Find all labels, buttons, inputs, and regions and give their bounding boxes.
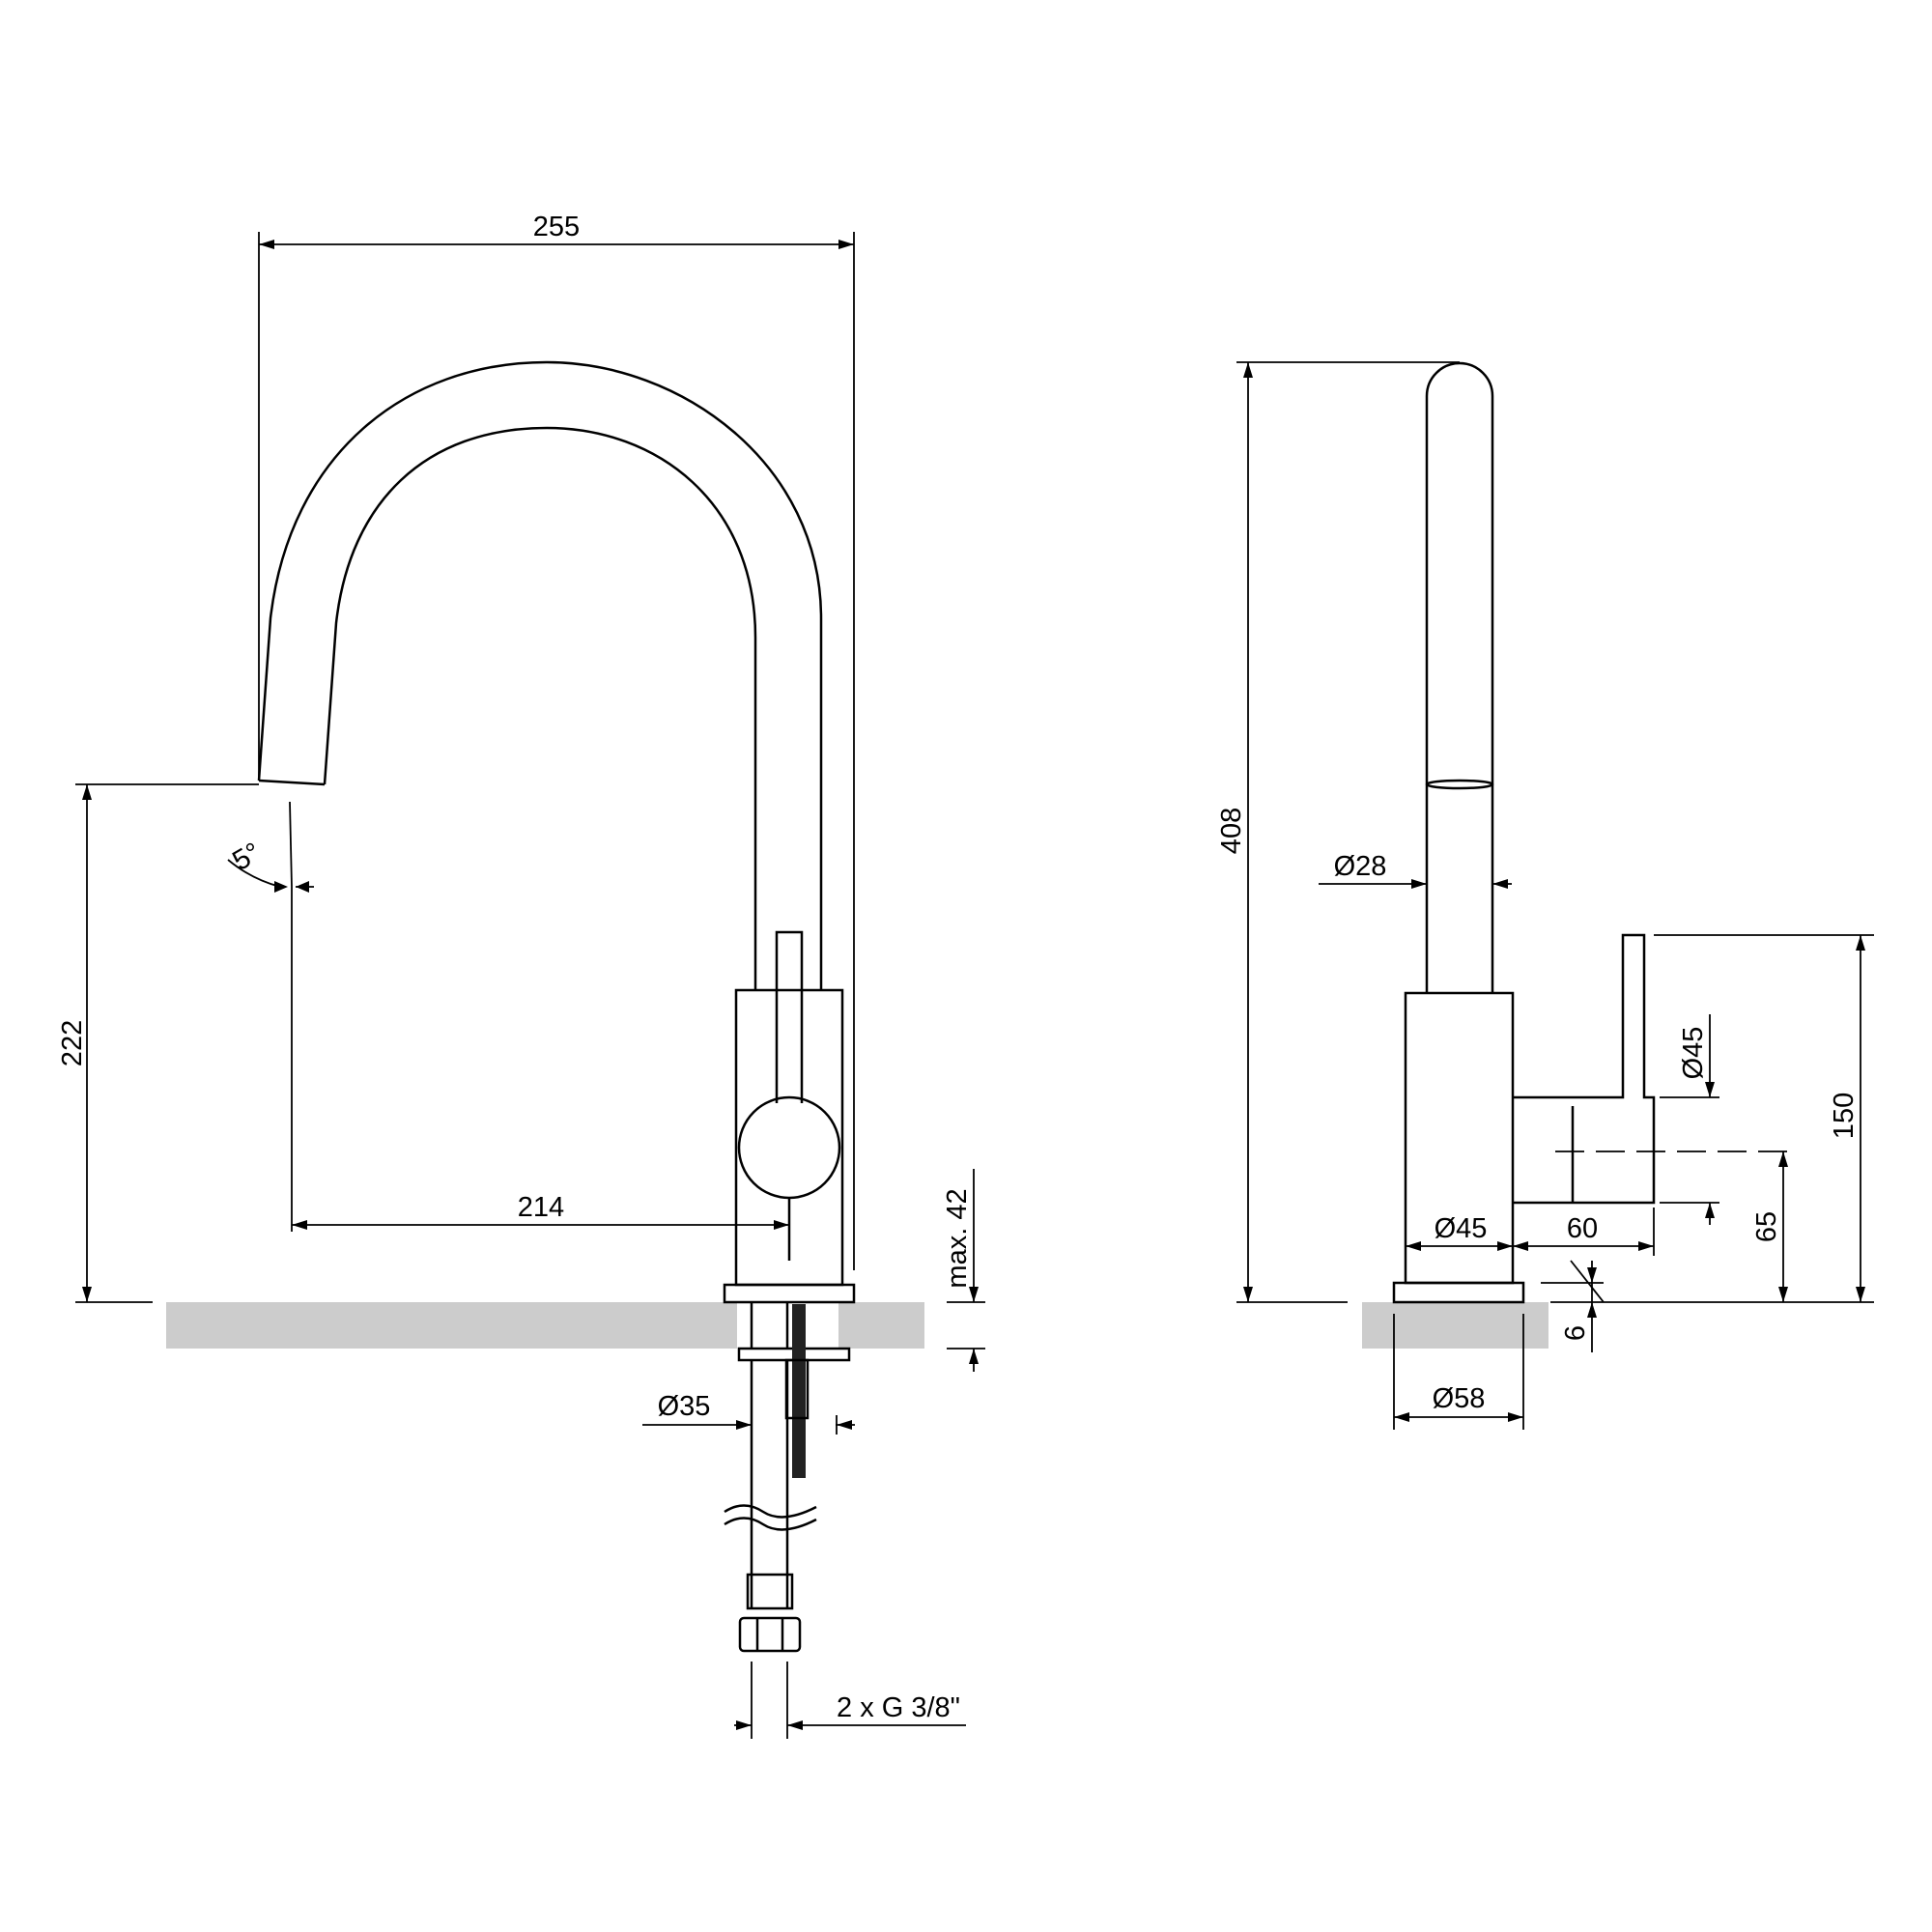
label-spout-reach: 214 bbox=[518, 1192, 564, 1223]
worktop-right bbox=[838, 1302, 924, 1349]
label-connection: 2 x G 3/8" bbox=[837, 1692, 960, 1723]
label-handle-center-height: 65 bbox=[1751, 1211, 1782, 1242]
spout-inner-contour bbox=[323, 426, 757, 990]
worktop-left bbox=[166, 1302, 737, 1349]
dim-shank-diameter: Ø35 bbox=[642, 1391, 855, 1435]
dim-body-and-projection: Ø45 60 bbox=[1406, 1208, 1655, 1256]
label-max-worktop: max. 42 bbox=[942, 1188, 973, 1288]
dim-max-worktop: max. 42 bbox=[942, 1169, 985, 1372]
front-view: 255 222 5° 214 bbox=[57, 212, 985, 1739]
label-base-thickness: 6 bbox=[1560, 1325, 1591, 1341]
dim-connection: 2 x G 3/8" bbox=[734, 1662, 966, 1739]
dim-spout-reach: 214 bbox=[292, 1192, 789, 1230]
label-handle-projection: 60 bbox=[1567, 1213, 1598, 1244]
label-spout-height: 222 bbox=[57, 1020, 88, 1066]
lever-handle bbox=[775, 930, 804, 1103]
label-lever-height: 150 bbox=[1829, 1093, 1860, 1139]
dim-spout-angle: 5° bbox=[227, 801, 314, 1232]
threaded-rod bbox=[792, 1304, 806, 1478]
dim-handle-diameter: Ø45 bbox=[1660, 1014, 1719, 1225]
hose-ferrule bbox=[746, 1573, 794, 1610]
dim-spout-height: 222 bbox=[57, 783, 259, 1303]
spout-side-contour bbox=[1425, 361, 1494, 993]
label-overall-width: 255 bbox=[533, 212, 580, 242]
label-shank-diameter: Ø35 bbox=[658, 1391, 711, 1422]
label-base-diameter: Ø58 bbox=[1433, 1383, 1486, 1414]
side-view: 408 Ø28 150 Ø45 bbox=[1216, 361, 1874, 1430]
dim-overall-height: 408 bbox=[1216, 361, 1460, 1303]
hose-break-1 bbox=[724, 1504, 817, 1519]
hose-break-2 bbox=[724, 1517, 817, 1531]
dim-overall-width: 255 bbox=[258, 212, 855, 1270]
label-body-diameter: Ø45 bbox=[1435, 1213, 1488, 1244]
dim-base-thickness: 6 bbox=[1541, 1260, 1605, 1352]
label-spout-diameter: Ø28 bbox=[1334, 851, 1387, 882]
base-flange bbox=[723, 1283, 856, 1304]
label-spout-angle: 5° bbox=[227, 837, 266, 877]
label-handle-diameter: Ø45 bbox=[1678, 1027, 1709, 1080]
lever-hub bbox=[737, 1095, 841, 1200]
spout-outer-contour bbox=[257, 360, 823, 990]
label-overall-height: 408 bbox=[1216, 808, 1247, 854]
dim-spout-diameter: Ø28 bbox=[1319, 851, 1512, 889]
base-side bbox=[1392, 1281, 1525, 1304]
dim-base-diameter: Ø58 bbox=[1393, 1314, 1524, 1430]
hose-nut bbox=[738, 1616, 802, 1653]
spout-side-joint bbox=[1425, 779, 1494, 790]
worktop-side bbox=[1362, 1302, 1548, 1349]
spout-outlet bbox=[258, 779, 326, 786]
dim-lever-height: 150 bbox=[1550, 934, 1874, 1303]
handle-side bbox=[1513, 933, 1656, 1205]
dim-handle-center-height: 65 bbox=[1751, 1151, 1788, 1302]
